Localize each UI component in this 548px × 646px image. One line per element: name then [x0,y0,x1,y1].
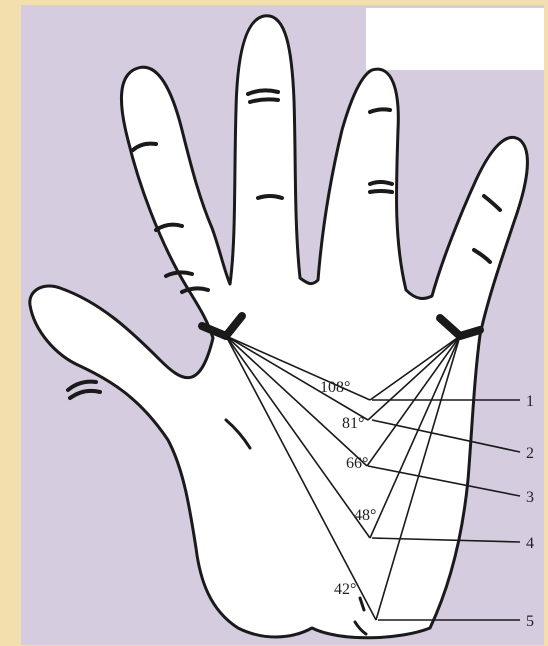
number-label-5: 5 [526,613,534,630]
angle-label-1: 108° [320,379,350,396]
angle-label-3: 66° [346,455,368,472]
angle-label-4: 48° [354,507,376,524]
angle-label-5: 42° [334,581,356,598]
number-label-4: 4 [526,535,534,552]
angle-label-2: 81° [342,415,364,432]
number-label-3: 3 [526,489,534,506]
white-patch [366,8,544,70]
number-label-2: 2 [526,445,534,462]
number-label-1: 1 [526,393,534,410]
